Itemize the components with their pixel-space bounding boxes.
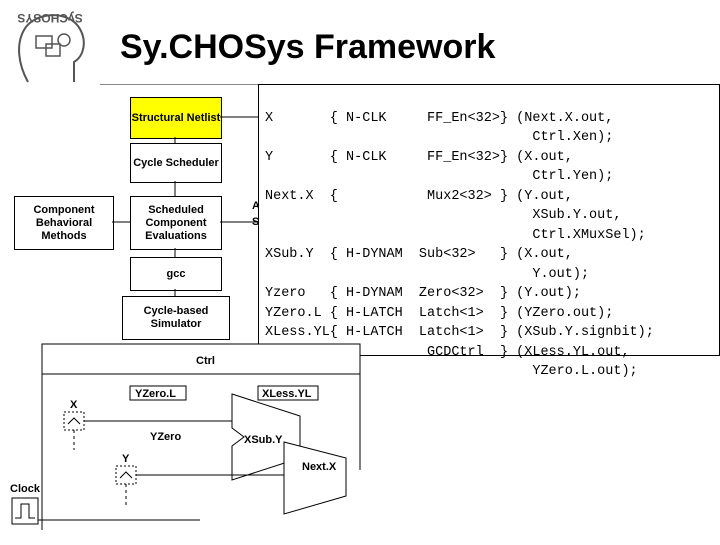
gcc-box: gcc xyxy=(130,257,222,291)
code-line: Ctrl.XMuxSel); xyxy=(265,227,646,243)
clock-label: Clock xyxy=(10,483,41,495)
cycle-scheduler-box: Cycle Scheduler xyxy=(130,143,222,183)
component-behavioral-methods-box: Component Behavioral Methods xyxy=(14,196,114,250)
gcc-label: gcc xyxy=(166,267,186,280)
structural-netlist-label: Structural Netlist xyxy=(131,111,221,124)
code-line: XLess.YL{ H-LATCH Latch<1> } (XSub.Y.sig… xyxy=(265,325,654,340)
clock-waveform-icon xyxy=(15,503,35,519)
nextx-mux xyxy=(283,441,347,515)
scheduled-component-evaluations-label: Scheduled Component Evaluations xyxy=(145,203,207,242)
code-line: Y { N-CLK FF_En<32>} (X.out, xyxy=(265,149,573,165)
cycle-scheduler-label: Cycle Scheduler xyxy=(133,156,219,169)
code-line: Next.X { Mux2<32> } (Y.out, xyxy=(265,188,573,204)
x-register-label: X xyxy=(70,399,78,411)
yzerol-latch xyxy=(129,385,187,401)
component-behavioral-methods-label: Component Behavioral Methods xyxy=(33,203,95,242)
clock-edge-icon xyxy=(119,471,133,479)
y-register-label: Y xyxy=(122,453,130,465)
code-line: YZero.L { H-LATCH Latch<1> } (YZero.out)… xyxy=(265,305,614,321)
ctrl-label: Ctrl xyxy=(196,355,215,367)
cycle-based-simulator-label: Cycle-based Simulator xyxy=(143,305,209,330)
code-line: Yzero { H-DYNAM Zero<32> } (Y.out); xyxy=(265,286,581,301)
header-band xyxy=(0,0,720,95)
scheduled-component-evaluations-box: Scheduled Component Evaluations xyxy=(130,196,222,250)
xsuby-label: XSub.Y xyxy=(244,434,283,446)
yzero-label: YZero xyxy=(150,431,181,443)
gcd-schematic: Ctrl YZero.L XLess.YL X Y YZero XSub.Y N… xyxy=(0,330,720,540)
cycle-based-simulator-box: Cycle-based Simulator xyxy=(122,296,230,340)
clock-source xyxy=(11,497,39,525)
code-line: Ctrl.Yen); xyxy=(265,169,614,184)
partial-label-s: S xyxy=(252,216,260,228)
yzerol-label: YZero.L xyxy=(135,388,176,400)
page-title: Sy.CHOSys Framework xyxy=(120,28,496,66)
logo-text: SyCHOSYS xyxy=(17,11,82,25)
xsuby-subtractor xyxy=(231,393,301,481)
clock-edge-icon xyxy=(67,417,81,425)
code-line: X { N-CLK FF_En<32>} (Next.X.out, xyxy=(265,110,614,126)
partial-label-a: A xyxy=(252,200,260,212)
ctrl-block xyxy=(41,343,361,375)
y-register xyxy=(115,465,137,485)
x-register xyxy=(63,411,85,431)
code-line: XSub.Y.out, xyxy=(265,208,622,223)
logo: SyCHOSYS xyxy=(8,4,92,88)
structural-netlist-box: Structural Netlist xyxy=(130,97,222,139)
netlist-code-panel: X { N-CLK FF_En<32>} (Next.X.out, Ctrl.X… xyxy=(258,84,720,379)
code-line: XSub.Y { H-DYNAM Sub<32> } (X.out, xyxy=(265,247,573,262)
nextx-label: Next.X xyxy=(302,461,337,473)
code-line: Y.out); xyxy=(265,266,590,282)
xlessyl-latch xyxy=(257,385,319,401)
code-line: Ctrl.Xen); xyxy=(265,130,614,145)
xlessyl-label: XLess.YL xyxy=(262,388,312,400)
code-line: YZero.L.out); xyxy=(265,364,638,379)
